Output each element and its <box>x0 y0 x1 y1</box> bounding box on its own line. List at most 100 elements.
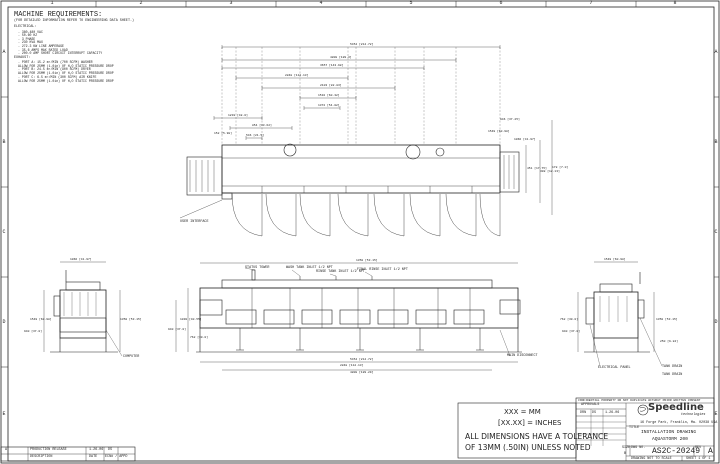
dwg-no-label: DWG NO. <box>631 446 646 450</box>
front-access-panel <box>263 309 295 325</box>
right-view-hood <box>599 283 633 293</box>
left-dim-label: 1549 [60.98] <box>30 318 52 321</box>
grid-row-left-E: E <box>2 410 6 417</box>
electrical-line: - 3 PHASE <box>18 36 36 41</box>
top-dim-label: 1372 [54.02] <box>318 104 340 107</box>
exhaust-line: - PORT A: 15.2 m³/MIN (700 SCFM) WASHER <box>18 60 93 64</box>
company-logo-swoosh <box>639 406 647 412</box>
dwg-no: AS2C-20249 <box>652 447 701 456</box>
callout-user-interface: USER INTERFACE <box>180 220 209 224</box>
top-view-unload-station <box>499 151 520 193</box>
leader <box>244 267 256 271</box>
front-access-panel <box>301 309 333 325</box>
leader <box>329 273 337 277</box>
right-electrical-panel <box>585 297 595 325</box>
grid-col-top-2: 2 <box>139 0 143 7</box>
machine-geometry <box>0 45 715 462</box>
top-dim-label: 1219 [48.0] <box>228 114 248 117</box>
top-dim-label: 5454 [214.72] <box>350 43 374 46</box>
door-swing-arc <box>265 193 297 237</box>
door-swing-arc <box>445 193 477 237</box>
electrical-line: - 35.6 AMPS MAX RATED LOAD <box>18 47 68 52</box>
rev-header-desc: DESCRIPTION <box>30 455 53 459</box>
front-access-panel <box>453 309 485 325</box>
callout-tank-drain-1: TANK DRAIN <box>662 365 683 369</box>
top-dim-label: 854 [33.62] <box>252 124 272 127</box>
scale-note: DRAWING NOT TO SCALE <box>631 457 672 461</box>
grid-col-top-4: 4 <box>319 0 323 7</box>
exhaust-line: - PORT C: 6.5 m³/MIN (300 SCFM) AIR KNIF… <box>18 74 97 79</box>
top-dim-label: 3657 [143.98] <box>320 64 344 67</box>
size-value: B <box>624 452 627 456</box>
rev-label: REV <box>695 446 702 450</box>
title-block-box <box>575 397 715 462</box>
rev-description: PRODUCTION RELEASE <box>30 448 67 452</box>
company-name: Speedline <box>648 402 704 413</box>
grid-row-right-A: A <box>714 48 718 55</box>
exhaust-port-b <box>405 144 421 160</box>
top-dim-label: 1549 [60.98] <box>488 130 510 133</box>
tolerance-line-2: OF 13MM (.50IN) UNLESS NOTED <box>465 443 591 452</box>
top-dim-label: 1532 [60.32] <box>318 94 340 97</box>
grid-col-top-6: 6 <box>499 0 503 7</box>
grid-row-right-E: E <box>714 410 718 417</box>
drawn-date: 1-26-06 <box>605 411 620 415</box>
leader-electrical <box>589 324 601 367</box>
inner-border <box>7 6 715 462</box>
front-dim-label: 5454 [214.72] <box>350 358 374 361</box>
left-view-computer-arm <box>53 295 61 317</box>
rev-date: 1-26-06 <box>89 448 104 452</box>
grid-row-left-B: B <box>2 138 6 145</box>
tolerance-line-1: ALL DIMENSIONS HAVE A TOLERANCE <box>465 432 609 441</box>
rev-value: A <box>708 447 713 456</box>
door-swing-arc <box>231 193 263 237</box>
right-dim-label: 940 [37.0] <box>562 330 581 333</box>
callout-final-inlet: FINAL RINSE INLET 1/2 NPT <box>357 268 408 272</box>
exhaust-line: - PORT B: 24.5 m³/MIN (900 SCFM) DRYER <box>18 67 91 72</box>
electrical-line: - 380-480 VAC <box>18 29 43 34</box>
right-dim-label: 762 [30.0] <box>560 318 579 321</box>
front-access-panel <box>415 309 447 325</box>
top-dim-label: 946 [37.25] <box>500 118 520 121</box>
right-dim-label: 1549 [60.98] <box>604 258 626 261</box>
company-sub: technologies <box>681 413 706 417</box>
exhaust-port-c <box>435 147 445 157</box>
front-dim-label: 4808 [189.29] <box>350 371 374 374</box>
grid-col-top-3: 3 <box>229 0 233 7</box>
callout-tank-drain-2: TANK DRAIN <box>662 373 683 377</box>
callout-electrical-panel: ELECTRICAL PANEL <box>598 366 631 370</box>
callout-computer: COMPUTER <box>123 355 140 359</box>
front-access-panel <box>339 309 371 325</box>
units-mm: XXX = MM <box>504 408 541 416</box>
exhaust-line: ALLOW FOR 25MM (1.0in) OF H₂O STATIC PRE… <box>18 71 114 76</box>
grid-row-left-D: D <box>2 318 6 325</box>
front-dim-label: 1350 [53.15] <box>356 259 378 262</box>
top-dim-label: 308 [12.13] <box>540 170 560 173</box>
title-label: TITLE <box>629 426 640 430</box>
callout-main-disconnect: MAIN DISCONNECT <box>507 354 538 358</box>
confidential-note: CONFIDENTIAL PROPERTY DO NOT DUPLICATE W… <box>578 399 701 402</box>
requirements-heading: MACHINE REQUIREMENTS: <box>14 11 103 19</box>
grid-col-top-1: 1 <box>50 0 54 7</box>
grid-col-top-8: 8 <box>673 0 677 7</box>
electrical-title: ELECTRICAL: <box>14 25 37 29</box>
grid-col-top-7: 7 <box>589 0 593 7</box>
front-load-conveyor <box>199 299 223 316</box>
grid-col-top-5: 5 <box>409 0 413 7</box>
front-view-hood <box>221 279 493 289</box>
user-interface-pod <box>221 192 233 200</box>
rev-header-date: DATE <box>89 455 98 459</box>
top-dim-label: 1066 [41.97] <box>514 138 536 141</box>
exhaust-port-a <box>283 143 297 157</box>
grid-row-right-B: B <box>714 138 718 145</box>
leader-user-interface <box>179 199 223 219</box>
left-dim-label: 1066 [41.97] <box>70 258 92 261</box>
top-dim-label: 4808 [189.3] <box>330 56 352 59</box>
leader-drain <box>639 317 663 367</box>
rev-header-by: ECN# / APPD <box>105 455 128 459</box>
front-view-body <box>199 287 519 329</box>
company-logo-mark <box>637 404 649 416</box>
rev-by: DS <box>108 448 113 452</box>
grid-row-left-A: A <box>2 48 6 55</box>
